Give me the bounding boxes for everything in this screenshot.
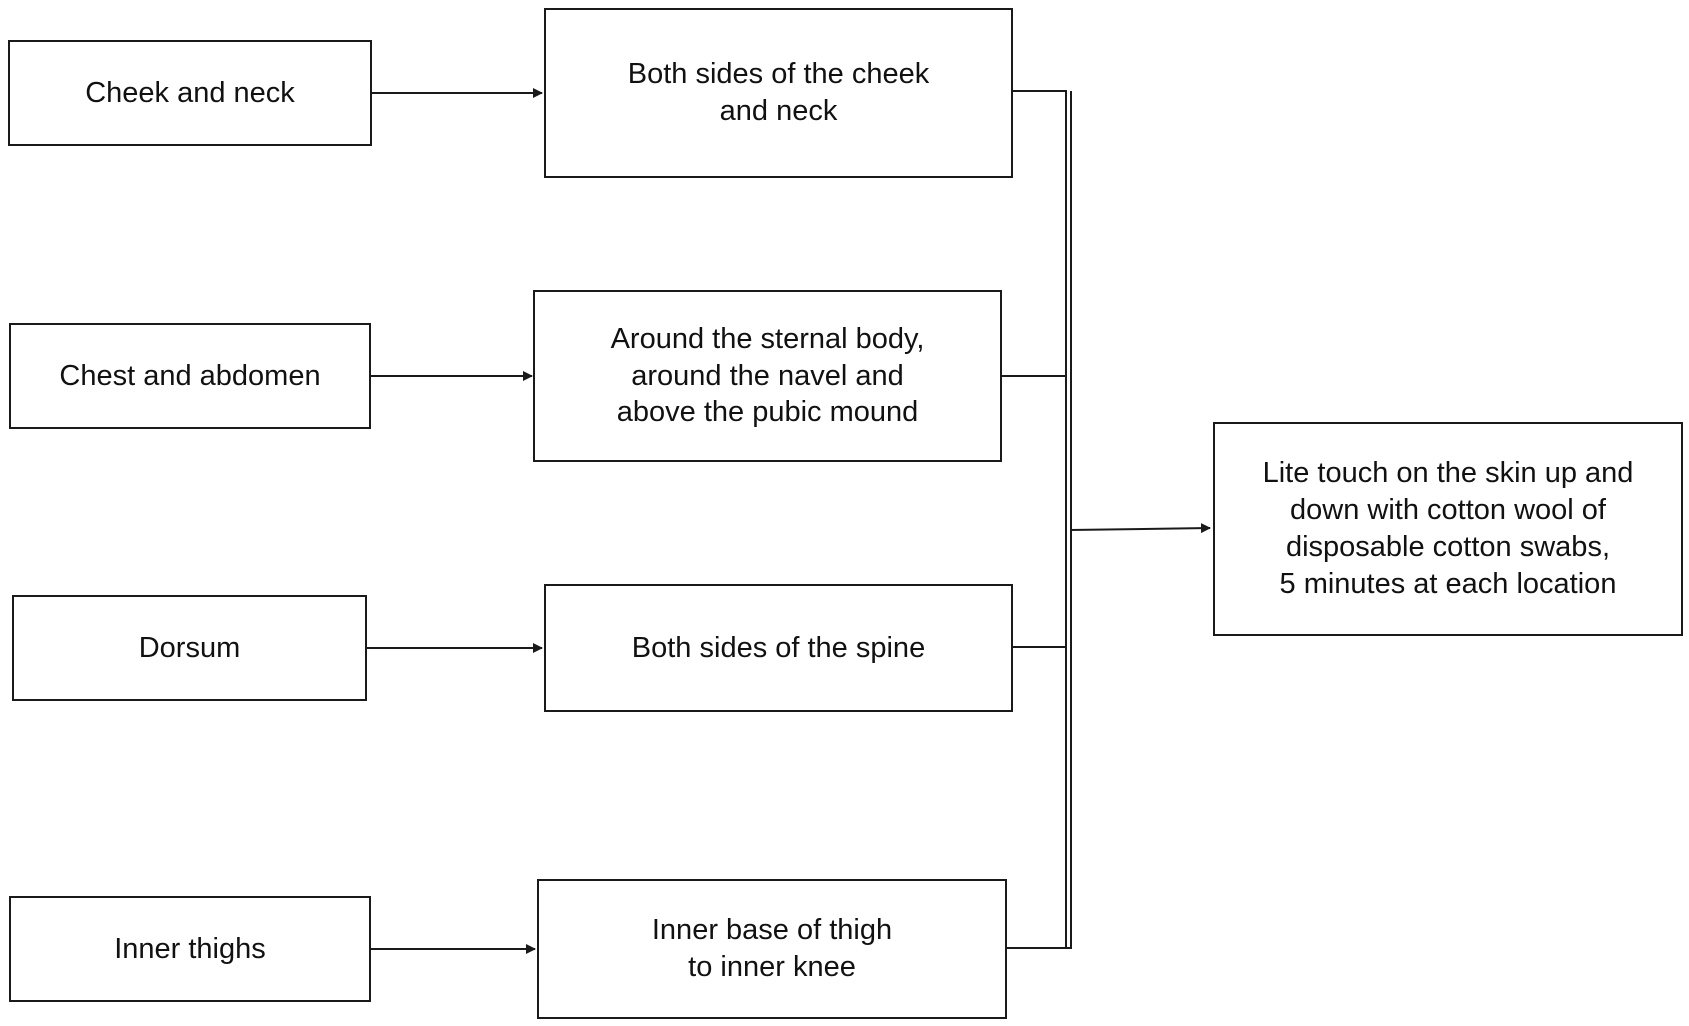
connector-cheek-location: [1012, 90, 1067, 948]
region-label-chest: Chest and abdomen: [59, 359, 321, 392]
location-box-cheek: Both sides of the cheek and neck: [544, 8, 1013, 178]
location-label-thighs: Inner base of thigh to inner knee: [651, 914, 893, 983]
location-label-dorsum: Both sides of the spine: [631, 631, 926, 664]
region-label-cheek: Cheek and neck: [85, 76, 295, 109]
region-label-dorsum: Dorsum: [138, 631, 241, 664]
location-box-dorsum: Both sides of the spine: [544, 584, 1013, 712]
location-label-chest: Around the sternal body, around the nave…: [610, 322, 925, 429]
outcome-box: Lite touch on the skin up and down with …: [1213, 422, 1683, 636]
region-box-thighs: Inner thighs: [9, 896, 371, 1002]
connector-thighs-location: [1006, 91, 1072, 949]
region-box-dorsum: Dorsum: [12, 595, 367, 701]
region-label-thighs: Inner thighs: [114, 932, 266, 965]
region-box-cheek: Cheek and neck: [8, 40, 372, 146]
outcome-label: Lite touch on the skin up and down with …: [1262, 457, 1634, 600]
location-box-chest: Around the sternal body, around the nave…: [533, 290, 1002, 462]
arrow-bus-to-outcome: [1069, 523, 1211, 534]
location-label-cheek: Both sides of the cheek and neck: [627, 58, 930, 127]
location-box-thighs: Inner base of thigh to inner knee: [537, 879, 1007, 1019]
region-box-chest: Chest and abdomen: [9, 323, 371, 429]
